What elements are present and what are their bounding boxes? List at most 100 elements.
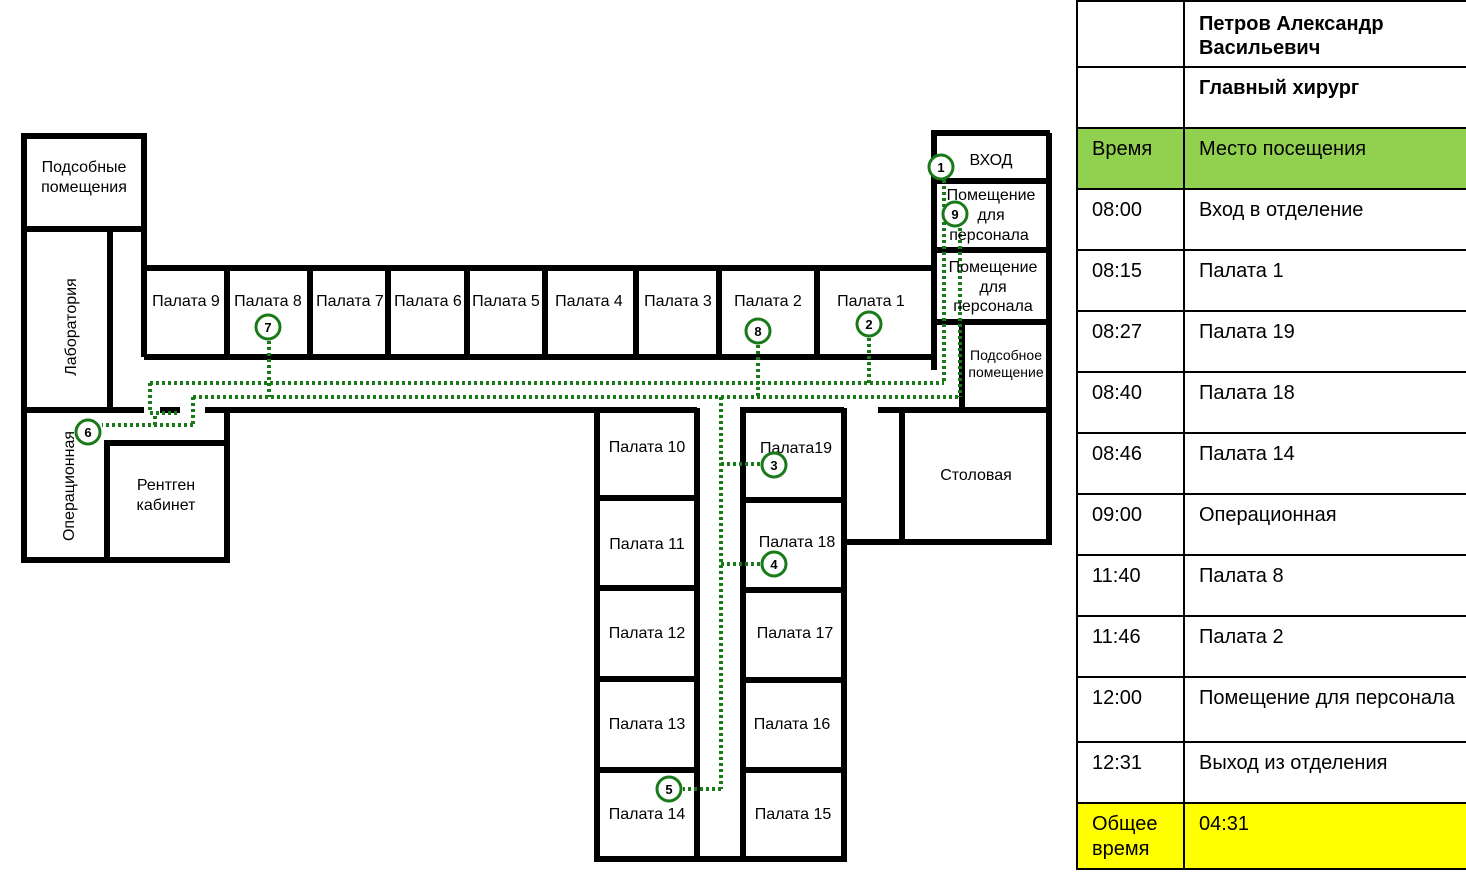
room-lab-label: Лаборатория: [63, 278, 80, 375]
route-marker-2: 2: [855, 310, 883, 338]
schedule-row: 12:31 Выход из отделения: [1076, 741, 1466, 804]
room-staff-b-label-3: персонала: [953, 298, 1033, 315]
route-marker-8-label: 8: [754, 324, 761, 339]
room-xray-label-1: Рентген: [137, 477, 195, 494]
room-p5-label: Палата 5: [472, 293, 540, 310]
room-p12-label: Палата 12: [609, 625, 686, 642]
schedule-role-row: Главный хирург: [1076, 66, 1466, 129]
total-label-line-1: Общее: [1092, 813, 1158, 835]
route-marker-4: 4: [760, 550, 788, 578]
row-place: Палата 14: [1183, 432, 1466, 495]
room-staff-a-label-3: персонала: [949, 227, 1029, 244]
room-p2-label: Палата 2: [734, 293, 802, 310]
room-labels: Подсобные помещения Лаборатория Операцио…: [41, 152, 1044, 823]
row-place: Помещение для персонала: [1183, 676, 1466, 743]
schedule-row: 08:46 Палата 14: [1076, 432, 1466, 495]
walls: [21, 130, 1052, 862]
room-aux-left-label-1: Подсобные: [42, 159, 127, 176]
room-p18-label: Палата 18: [759, 534, 836, 551]
row-time: 09:00: [1076, 493, 1185, 556]
room-aux-right-label-1: Подсобное: [970, 347, 1042, 363]
floor-plan: Подсобные помещения Лаборатория Операцио…: [21, 130, 1052, 862]
schedule-row: 08:00 Вход в отделение: [1076, 188, 1466, 251]
schedule-blank-cell: [1076, 0, 1185, 68]
total-value: 04:31: [1183, 802, 1466, 870]
route-marker-1: 1: [927, 153, 955, 181]
room-staff-a-label-2: для: [977, 207, 1004, 224]
route-marker-3: 3: [760, 451, 788, 479]
room-p17-label: Палата 17: [757, 625, 834, 642]
schedule-row: 08:40 Палата 18: [1076, 371, 1466, 434]
room-xray-label-2: кабинет: [137, 497, 197, 514]
room-p4-label: Палата 4: [555, 293, 623, 310]
row-place: Вход в отделение: [1183, 188, 1466, 251]
doctor-name-line-1: Петров Александр: [1199, 13, 1384, 35]
route-marker-1-label: 1: [937, 160, 944, 175]
schedule-row: 11:40 Палата 8: [1076, 554, 1466, 617]
room-p10-label: Палата 10: [609, 439, 686, 456]
row-place: Палата 8: [1183, 554, 1466, 617]
room-dining-label: Столовая: [940, 467, 1012, 484]
doctor-name-cell: Петров Александр Васильевич: [1183, 0, 1466, 68]
row-place: Палата 19: [1183, 310, 1466, 373]
route-marker-2-label: 2: [865, 317, 872, 332]
row-place: Операционная: [1183, 493, 1466, 556]
room-entrance-label: ВХОД: [969, 152, 1012, 169]
row-time: 08:46: [1076, 432, 1185, 495]
room-p1-label: Палата 1: [837, 293, 905, 310]
schedule-blank-cell: [1076, 66, 1185, 129]
schedule-total-row: Общее время 04:31: [1076, 802, 1466, 870]
row-time: 08:00: [1076, 188, 1185, 251]
row-time: 08:40: [1076, 371, 1185, 434]
room-staff-a-label-1: Помещение: [947, 187, 1036, 204]
room-staff-b-label-1: Помещение: [949, 259, 1038, 276]
route-marker-5-label: 5: [665, 782, 672, 797]
total-label-line-2: время: [1092, 838, 1150, 860]
row-place: Палата 18: [1183, 371, 1466, 434]
schedule-row: 11:46 Палата 2: [1076, 615, 1466, 678]
route-markers: 1 2 3 4 5 6 7 8: [74, 153, 969, 803]
row-time: 11:40: [1076, 554, 1185, 617]
route-marker-6-label: 6: [84, 425, 91, 440]
room-p9-label: Палата 9: [152, 293, 220, 310]
schedule-row: 08:15 Палата 1: [1076, 249, 1466, 312]
doctor-name-line-2: Васильевич: [1199, 37, 1321, 59]
row-time: 11:46: [1076, 615, 1185, 678]
route-marker-5: 5: [655, 775, 683, 803]
visit-schedule-table: Петров Александр Васильевич Главный хиру…: [1076, 0, 1466, 870]
route-marker-9-label: 9: [951, 207, 958, 222]
room-p7-label: Палата 7: [316, 293, 384, 310]
schedule-row: 12:00 Помещение для персонала: [1076, 676, 1466, 743]
schedule-header-row: Время Место посещения: [1076, 127, 1466, 190]
total-label-cell: Общее время: [1076, 802, 1185, 870]
row-time: 08:27: [1076, 310, 1185, 373]
route-marker-8: 8: [744, 317, 772, 345]
row-time: 08:15: [1076, 249, 1185, 312]
row-time: 12:00: [1076, 676, 1185, 743]
room-p16-label: Палата 16: [754, 716, 831, 733]
route-marker-7-label: 7: [264, 320, 271, 335]
schedule-name-row: Петров Александр Васильевич: [1076, 0, 1466, 68]
room-operating-label: Операционная: [61, 431, 78, 541]
doctor-role: Главный хирург: [1183, 66, 1466, 129]
room-p15-label: Палата 15: [755, 806, 832, 823]
room-p3-label: Палата 3: [644, 293, 712, 310]
schedule-row: 08:27 Палата 19: [1076, 310, 1466, 373]
room-aux-right-label-2: помещение: [968, 364, 1043, 380]
row-place: Палата 1: [1183, 249, 1466, 312]
room-p11-label: Палата 11: [609, 536, 684, 553]
row-time: 12:31: [1076, 741, 1185, 804]
room-staff-b-label-2: для: [979, 279, 1006, 296]
route-marker-9: 9: [941, 200, 969, 228]
route-marker-4-label: 4: [770, 557, 778, 572]
route-path: [102, 180, 962, 791]
room-p6-label: Палата 6: [394, 293, 462, 310]
header-place: Место посещения: [1183, 127, 1466, 190]
route-marker-3-label: 3: [770, 458, 777, 473]
room-aux-left-label-2: помещения: [41, 179, 127, 196]
room-p14-label: Палата 14: [609, 806, 686, 823]
schedule-row: 09:00 Операционная: [1076, 493, 1466, 556]
route-marker-6: 6: [74, 418, 102, 446]
row-place: Выход из отделения: [1183, 741, 1466, 804]
room-p8-label: Палата 8: [234, 293, 302, 310]
